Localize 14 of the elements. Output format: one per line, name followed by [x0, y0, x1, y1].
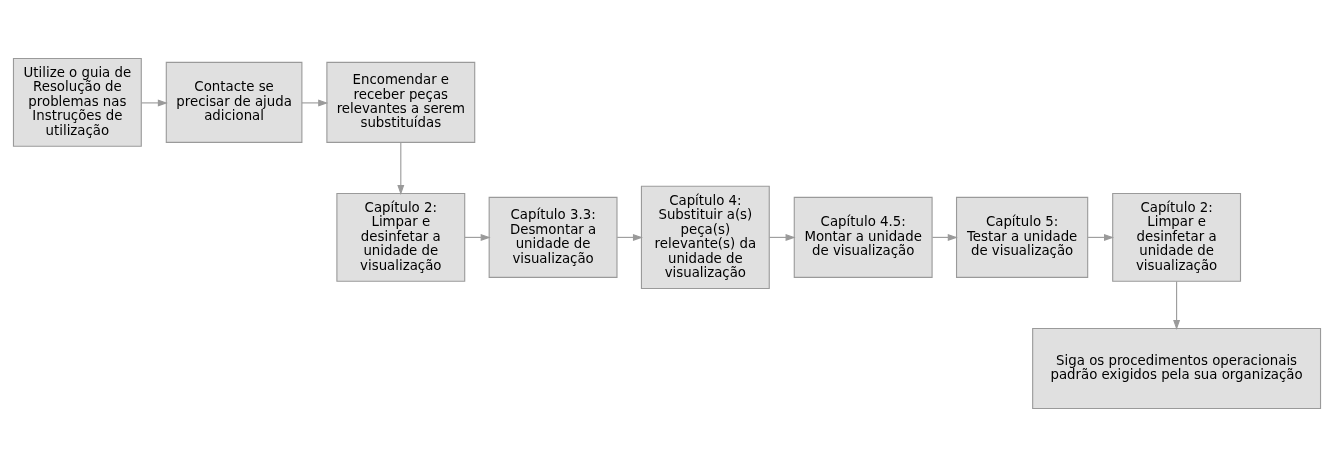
node-box: Capítulo 4: Substituir a(s) peça(s) relevante(s) da unidade de visualização — [640, 185, 770, 289]
node-box: Utilize o guia de Resolução de problemas nas Instruções de utilização — [12, 57, 142, 147]
arrow — [141, 98, 168, 106]
node-box: Capítulo 5: Testar a unidade de visualização — [955, 196, 1089, 278]
node-box: Capítulo 2: Limpar e desinfetar a unidade de visualização — [336, 192, 466, 282]
node-box: Encomendar e receber peças relevantes a serem substituídas — [326, 61, 476, 143]
arrow — [301, 98, 329, 106]
arrow — [1173, 280, 1181, 330]
node-box: Contacte se precisar de ajuda adicional — [165, 61, 303, 143]
node-box: Capítulo 4.5: Montar a unidade de visualização — [793, 196, 933, 278]
arrow — [397, 141, 405, 195]
node-box: Capítulo 2: Limpar e desinfetar a unidade de visualização — [1112, 192, 1242, 282]
node-box: Siga os procedimentos operacionais padrão exigidos pela sua organização — [1032, 327, 1322, 409]
node-box: Capítulo 3.3: Desmontar a unidade de visualização — [488, 196, 618, 278]
